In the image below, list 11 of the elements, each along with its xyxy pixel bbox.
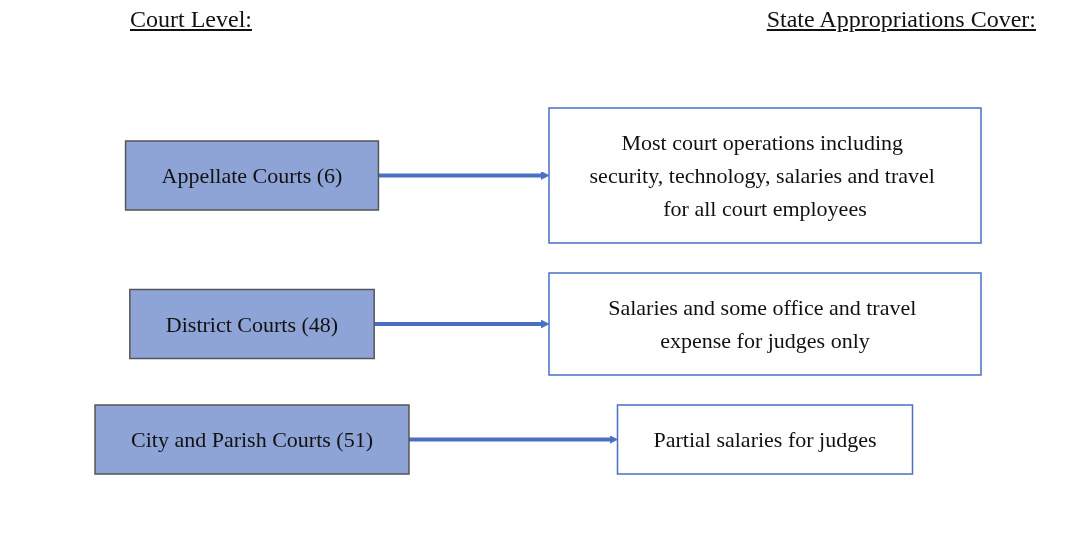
arrow	[374, 319, 550, 329]
arrow	[409, 435, 618, 444]
node-box: City and Parish Courts (51)	[94, 404, 410, 475]
node-box: District Courts (48)	[129, 288, 375, 360]
node-box: Most court operations including security, technology, salaries and travel for all court employees	[548, 107, 982, 244]
node-box: Appellate Courts (6)	[124, 140, 380, 211]
arrow	[378, 171, 550, 180]
node-box: Partial salaries for judges	[616, 404, 914, 475]
column-heading: State Appropriations Cover:	[766, 6, 1036, 34]
node-box: Salaries and some office and travel expense for judges only	[548, 272, 982, 376]
column-heading: Court Level:	[130, 6, 252, 34]
